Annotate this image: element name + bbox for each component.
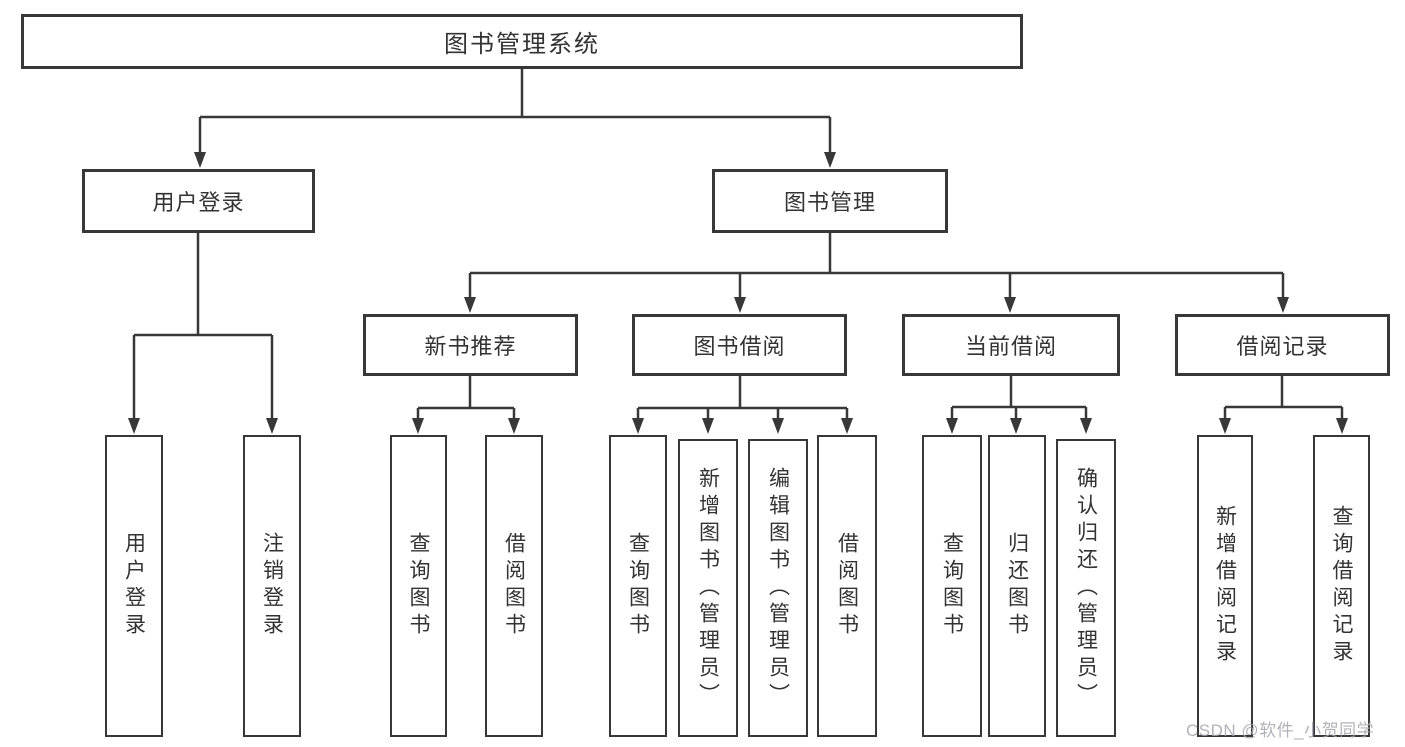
node-label: 新书推荐	[424, 334, 517, 359]
leaf-label: 新增图书（管理员）	[696, 466, 720, 710]
node-library-management-system: 图书管理系统	[21, 14, 1023, 69]
node-borrow-records: 借阅记录	[1175, 314, 1390, 376]
leaf-label: 借阅图书	[835, 532, 859, 640]
node-label: 图书借阅	[693, 334, 786, 359]
leaf-user-login: 用户登录	[105, 435, 163, 737]
leaf-add-book-admin: 新增图书（管理员）	[678, 439, 738, 737]
leaf-label: 借阅图书	[502, 532, 526, 640]
node-user-login: 用户登录	[82, 169, 315, 233]
leaf-query-books-recommend: 查询图书	[390, 435, 447, 737]
leaf-label: 注销登录	[260, 532, 284, 640]
node-book-management: 图书管理	[712, 169, 948, 233]
leaf-label: 查询图书	[940, 532, 964, 640]
node-label: 图书管理系统	[444, 31, 600, 58]
node-label: 图书管理	[783, 190, 876, 215]
arrowheads	[128, 152, 1348, 434]
csdn-watermark: CSDN @软件_小贺同学	[1186, 721, 1375, 740]
leaf-query-books-current: 查询图书	[922, 435, 982, 737]
leaf-label: 确认归还（管理员）	[1074, 466, 1098, 710]
node-label: 借阅记录	[1236, 334, 1329, 359]
leaf-label: 查询图书	[626, 532, 650, 640]
node-label: 用户登录	[152, 190, 245, 215]
node-new-book-recommend: 新书推荐	[363, 314, 578, 376]
leaf-add-borrow-record: 新增借阅记录	[1197, 435, 1253, 737]
leaf-edit-book-admin: 编辑图书（管理员）	[748, 439, 808, 737]
node-current-borrow: 当前借阅	[902, 314, 1120, 376]
node-book-borrow: 图书借阅	[632, 314, 847, 376]
node-label: 当前借阅	[964, 334, 1057, 359]
leaf-label: 归还图书	[1005, 532, 1029, 640]
leaf-label: 查询借阅记录	[1330, 505, 1353, 667]
leaf-return-book: 归还图书	[988, 435, 1046, 737]
leaf-label: 用户登录	[122, 532, 146, 640]
leaf-logout: 注销登录	[243, 435, 301, 737]
leaf-label: 查询图书	[407, 532, 430, 640]
leaf-query-borrow-record: 查询借阅记录	[1313, 435, 1370, 737]
leaf-query-books-borrow: 查询图书	[609, 435, 667, 737]
leaf-borrow-books: 借阅图书	[817, 435, 877, 737]
leaf-confirm-return-admin: 确认归还（管理员）	[1056, 439, 1116, 737]
leaf-label: 新增借阅记录	[1213, 505, 1237, 667]
leaf-label: 编辑图书（管理员）	[766, 466, 790, 710]
leaf-borrow-books-recommend: 借阅图书	[485, 435, 543, 737]
